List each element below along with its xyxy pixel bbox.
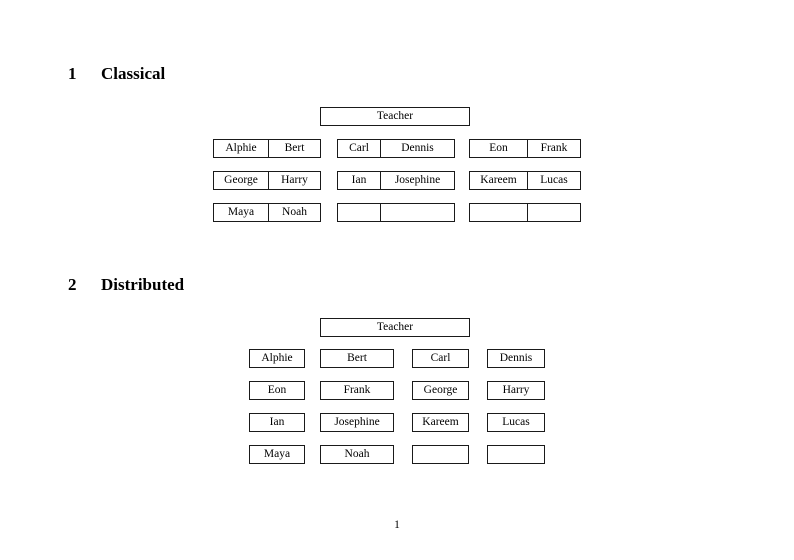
cell-student: Harry	[281, 173, 308, 186]
cell-student: Ian	[338, 172, 381, 189]
table-row: Alphie Bert	[213, 139, 321, 158]
cell-student: Bert	[320, 349, 394, 368]
cell-student: Maya	[249, 445, 305, 464]
teacher-box-classical: Teacher	[320, 107, 470, 126]
cell-empty	[487, 445, 545, 464]
cell-student: Kareem	[470, 172, 528, 189]
cell-student: Josephine	[320, 413, 394, 432]
cell-student: Alphie	[214, 140, 269, 157]
cell-student: Josephine	[394, 173, 441, 186]
section-heading-classical: 1 Classical	[68, 64, 165, 84]
section-heading-distributed: 2 Distributed	[68, 275, 184, 295]
page-number: 1	[394, 519, 400, 531]
cell-student: Eon	[249, 381, 305, 400]
section-number: 2	[68, 275, 77, 294]
cell-student: Noah	[282, 205, 307, 218]
table-row: Kareem Lucas	[469, 171, 581, 190]
cell-empty	[412, 445, 469, 464]
cell-student: Alphie	[249, 349, 305, 368]
table-row	[469, 203, 581, 222]
cell-student: Maya	[214, 204, 269, 221]
cell-student: George	[412, 381, 469, 400]
cell-student: Dennis	[487, 349, 545, 368]
cell-student: Carl	[412, 349, 469, 368]
cell-empty	[528, 204, 580, 221]
table-row: Maya Noah	[213, 203, 321, 222]
table-row: Eon Frank	[469, 139, 581, 158]
cell-student: George	[214, 172, 269, 189]
cell-student: Eon	[470, 140, 528, 157]
table-row: Ian Josephine	[337, 171, 455, 190]
cell-empty	[338, 204, 381, 221]
cell-student: Noah	[320, 445, 394, 464]
cell-empty	[470, 204, 528, 221]
cell-student: Carl	[338, 140, 381, 157]
cell-student: Harry	[487, 381, 545, 400]
table-row	[337, 203, 455, 222]
section-title: Classical	[101, 64, 166, 83]
cell-student: Frank	[540, 141, 568, 154]
cell-empty	[381, 204, 454, 221]
cell-student: Dennis	[401, 141, 434, 154]
cell-student: Lucas	[487, 413, 545, 432]
section-number: 1	[68, 64, 77, 83]
table-row: George Harry	[213, 171, 321, 190]
teacher-box-distributed: Teacher	[320, 318, 470, 337]
cell-student: Bert	[284, 141, 305, 154]
cell-student: Kareem	[412, 413, 469, 432]
table-row: Carl Dennis	[337, 139, 455, 158]
section-title: Distributed	[101, 275, 185, 294]
cell-student: Ian	[249, 413, 305, 432]
cell-student: Lucas	[540, 173, 568, 186]
cell-student: Frank	[320, 381, 394, 400]
